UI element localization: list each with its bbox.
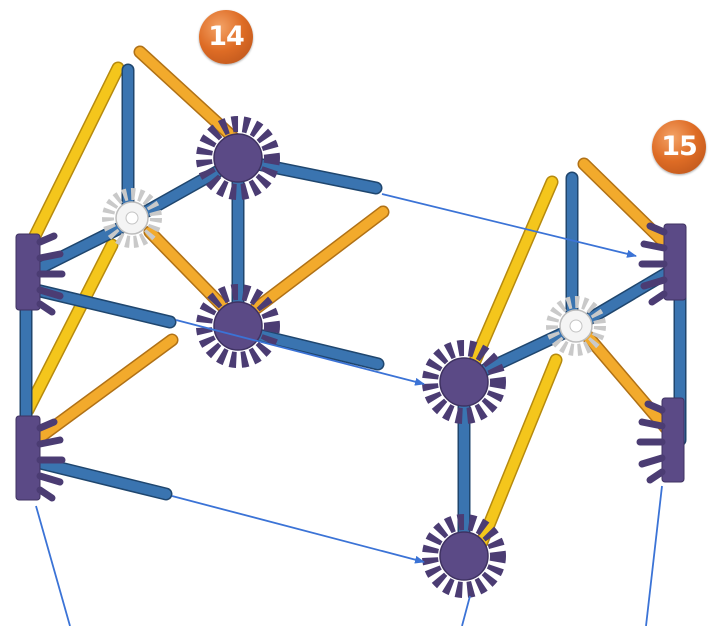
yellow-rods [465, 175, 563, 549]
white-connector [546, 296, 606, 356]
guide-line [645, 485, 663, 626]
purple-connector [638, 222, 687, 306]
purple-connector [636, 397, 685, 484]
arrow [381, 193, 637, 258]
step-number-badge: 15 [652, 120, 706, 174]
assembly-arrows [35, 193, 663, 626]
purple-connector [15, 232, 66, 316]
white-connector [102, 188, 162, 248]
purple-connector [196, 284, 280, 368]
left-assembly [15, 45, 390, 502]
purple-connector [15, 415, 66, 502]
purple-connector [196, 116, 280, 200]
step-number-badge: 14 [199, 10, 253, 64]
arrow [175, 319, 425, 386]
orange-rods [29, 45, 390, 447]
orange-rods [577, 157, 679, 435]
purple-connector [422, 514, 506, 598]
yellow-rods [21, 61, 125, 417]
guide-line [461, 595, 471, 626]
guide-line [35, 505, 71, 626]
right-assembly [422, 157, 687, 598]
arrow [171, 495, 425, 564]
purple-connector [422, 340, 506, 424]
